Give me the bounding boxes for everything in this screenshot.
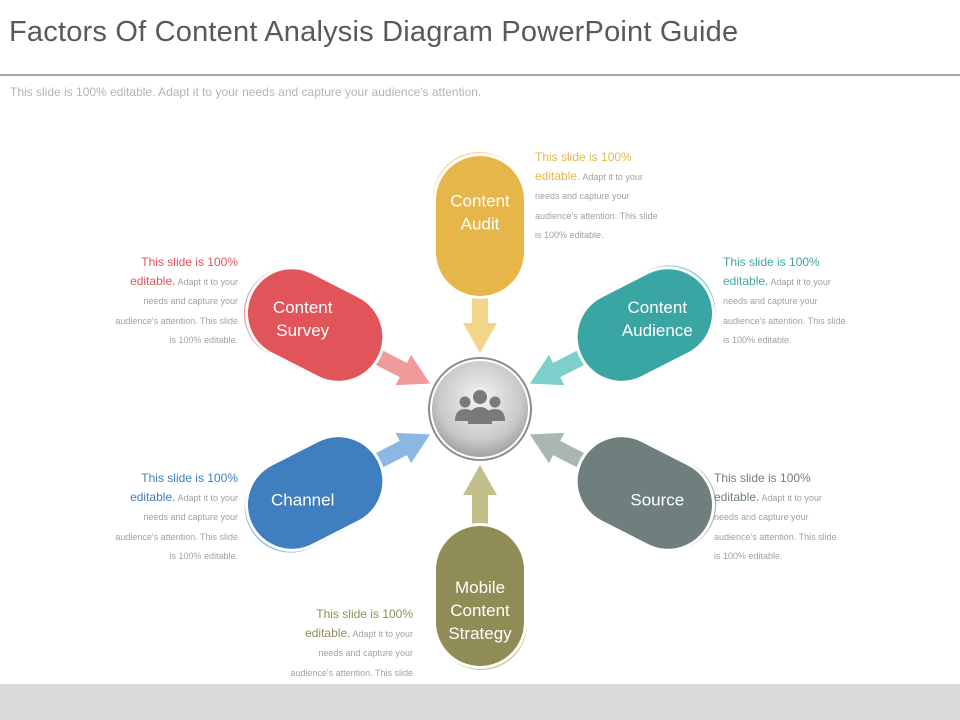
petal-channel — [244, 432, 431, 553]
petal-mobile-label-line: Mobile — [455, 578, 505, 597]
petal-mobile-label-line: Content — [450, 601, 510, 620]
note-audit-lead: This slide is 100% editable. — [535, 150, 632, 184]
petal-mobile — [433, 465, 527, 670]
petal-audience-label-line: Content — [628, 298, 688, 317]
note-source: This slide is 100% editable. Adapt it to… — [714, 468, 842, 564]
note-survey: This slide is 100% editable. Adapt it to… — [110, 252, 238, 348]
note-survey-lead: This slide is 100% editable. — [130, 255, 238, 289]
petal-channel-arrow — [368, 432, 431, 472]
petal-survey — [243, 266, 431, 386]
note-channel: This slide is 100% editable. Adapt it to… — [110, 468, 238, 564]
petal-source-label-line: Source — [630, 490, 684, 509]
petal-mobile-capsule — [436, 526, 524, 666]
petal-source-capsule — [577, 437, 713, 549]
petal-source-label: Source — [630, 490, 684, 509]
footer-band — [0, 684, 960, 720]
petal-survey-arrow — [368, 346, 431, 386]
petal-survey-label-line: Content — [273, 298, 333, 317]
petal-audit-label-line: Audit — [461, 215, 500, 234]
note-audit-body: Adapt it to your needs and capture your … — [535, 172, 658, 240]
title-divider — [0, 74, 960, 76]
petal-audit-arrow — [463, 290, 497, 353]
note-audience: This slide is 100% editable. Adapt it to… — [723, 252, 851, 348]
petal-channel-label-line: Channel — [271, 490, 334, 509]
note-audience-body: Adapt it to your needs and capture your … — [723, 277, 846, 345]
page-subtitle: This slide is 100% editable. Adapt it to… — [10, 85, 482, 99]
petal-audience-capsule — [577, 269, 713, 381]
petal-survey-capsule — [247, 269, 383, 381]
note-source-lead: This slide is 100% editable. — [714, 471, 811, 505]
people-group-icon — [455, 390, 505, 424]
petal-audience-arrow — [529, 346, 592, 386]
center-hub — [428, 357, 532, 461]
note-survey-body: Adapt it to your needs and capture your … — [115, 277, 238, 345]
petal-audience-label-line: Audience — [622, 321, 693, 340]
petal-source-arrow — [529, 432, 592, 472]
petal-audience — [529, 265, 716, 386]
petal-survey-label-line: Survey — [276, 321, 329, 340]
petal-audit-label-line: Content — [450, 192, 510, 211]
petal-audit-capsule — [436, 156, 524, 296]
note-mobile: This slide is 100% editable. Adapt it to… — [285, 604, 413, 700]
note-mobile-lead: This slide is 100% editable. — [305, 607, 413, 641]
petal-source — [529, 432, 717, 552]
petal-channel-capsule — [247, 437, 383, 549]
petal-mobile-arrow — [463, 465, 497, 532]
note-channel-body: Adapt it to your needs and capture your … — [115, 493, 238, 561]
note-source-body: Adapt it to your needs and capture your … — [714, 493, 837, 561]
page-title: Factors Of Content Analysis Diagram Powe… — [9, 16, 739, 48]
petal-mobile-label-line: Strategy — [448, 624, 512, 643]
note-channel-lead: This slide is 100% editable. — [130, 471, 238, 505]
petal-channel-label: Channel — [271, 490, 334, 509]
petal-audit — [433, 152, 527, 353]
note-audit: This slide is 100% editable. Adapt it to… — [535, 147, 663, 243]
note-audience-lead: This slide is 100% editable. — [723, 255, 820, 289]
